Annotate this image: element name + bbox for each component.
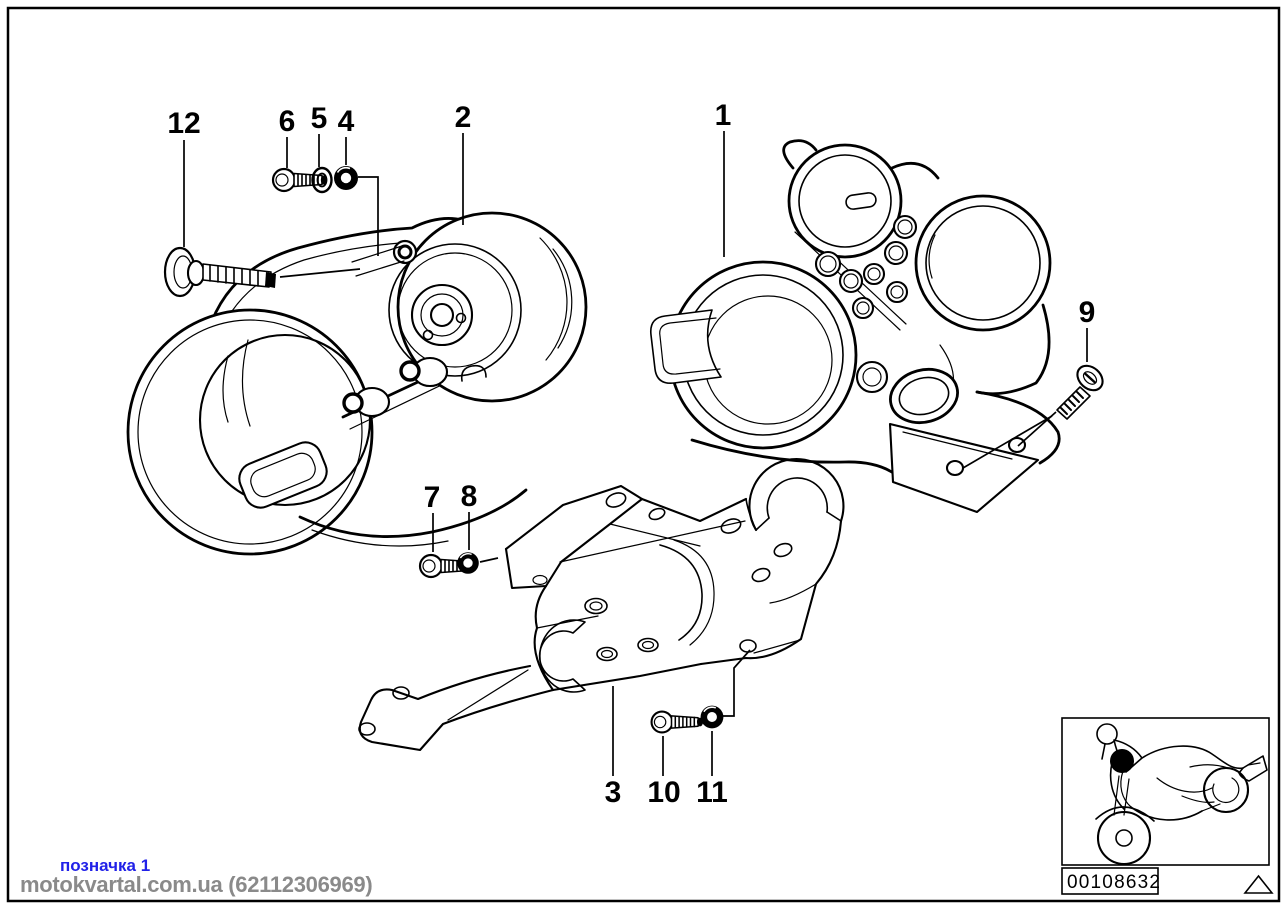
nut-11-art [699,704,725,730]
part-label-12[interactable]: 12 [167,107,200,140]
screw-10-art [650,710,705,734]
part-label-3[interactable]: 3 [605,776,622,809]
part-label-11[interactable]: 11 [696,776,728,809]
rear-cover-part-2-art [126,211,588,556]
part-label-1[interactable]: 1 [715,99,732,132]
part-label-2[interactable]: 2 [455,101,472,134]
part-label-9[interactable]: 9 [1079,296,1096,329]
front-housing-part-1-art [649,139,1061,514]
nut-8-art [456,551,480,575]
part-label-5[interactable]: 5 [311,102,328,135]
stamp-box [1061,867,1159,895]
part-label-6[interactable]: 6 [279,105,296,138]
bike-location-thumbnail [1061,717,1270,866]
stamp: 00108632 [1061,867,1161,895]
thumbnail-frame [1061,717,1270,866]
part-label-10[interactable]: 10 [647,776,680,809]
part-label-8[interactable]: 8 [461,480,478,513]
mounting-bracket-part-3-art [358,458,845,752]
part-label-4[interactable]: 4 [338,105,355,138]
diagram-number: 00108632 [1067,872,1161,893]
motorcycle-icon [1095,723,1268,866]
watermark-site: motokvartal.com.ua (62112306969) [20,872,372,897]
watermark-link[interactable]: позначка 1 [60,856,150,875]
screw-6-art [271,167,329,193]
screw-12-art [163,246,276,298]
page-border [6,6,1281,903]
screw-9-art [1056,364,1104,420]
location-dot [1110,749,1134,773]
part-label-7[interactable]: 7 [424,481,441,514]
leader-lines [183,131,1088,776]
nut-4-art [333,165,359,191]
warning-triangle-icon [1243,874,1274,894]
